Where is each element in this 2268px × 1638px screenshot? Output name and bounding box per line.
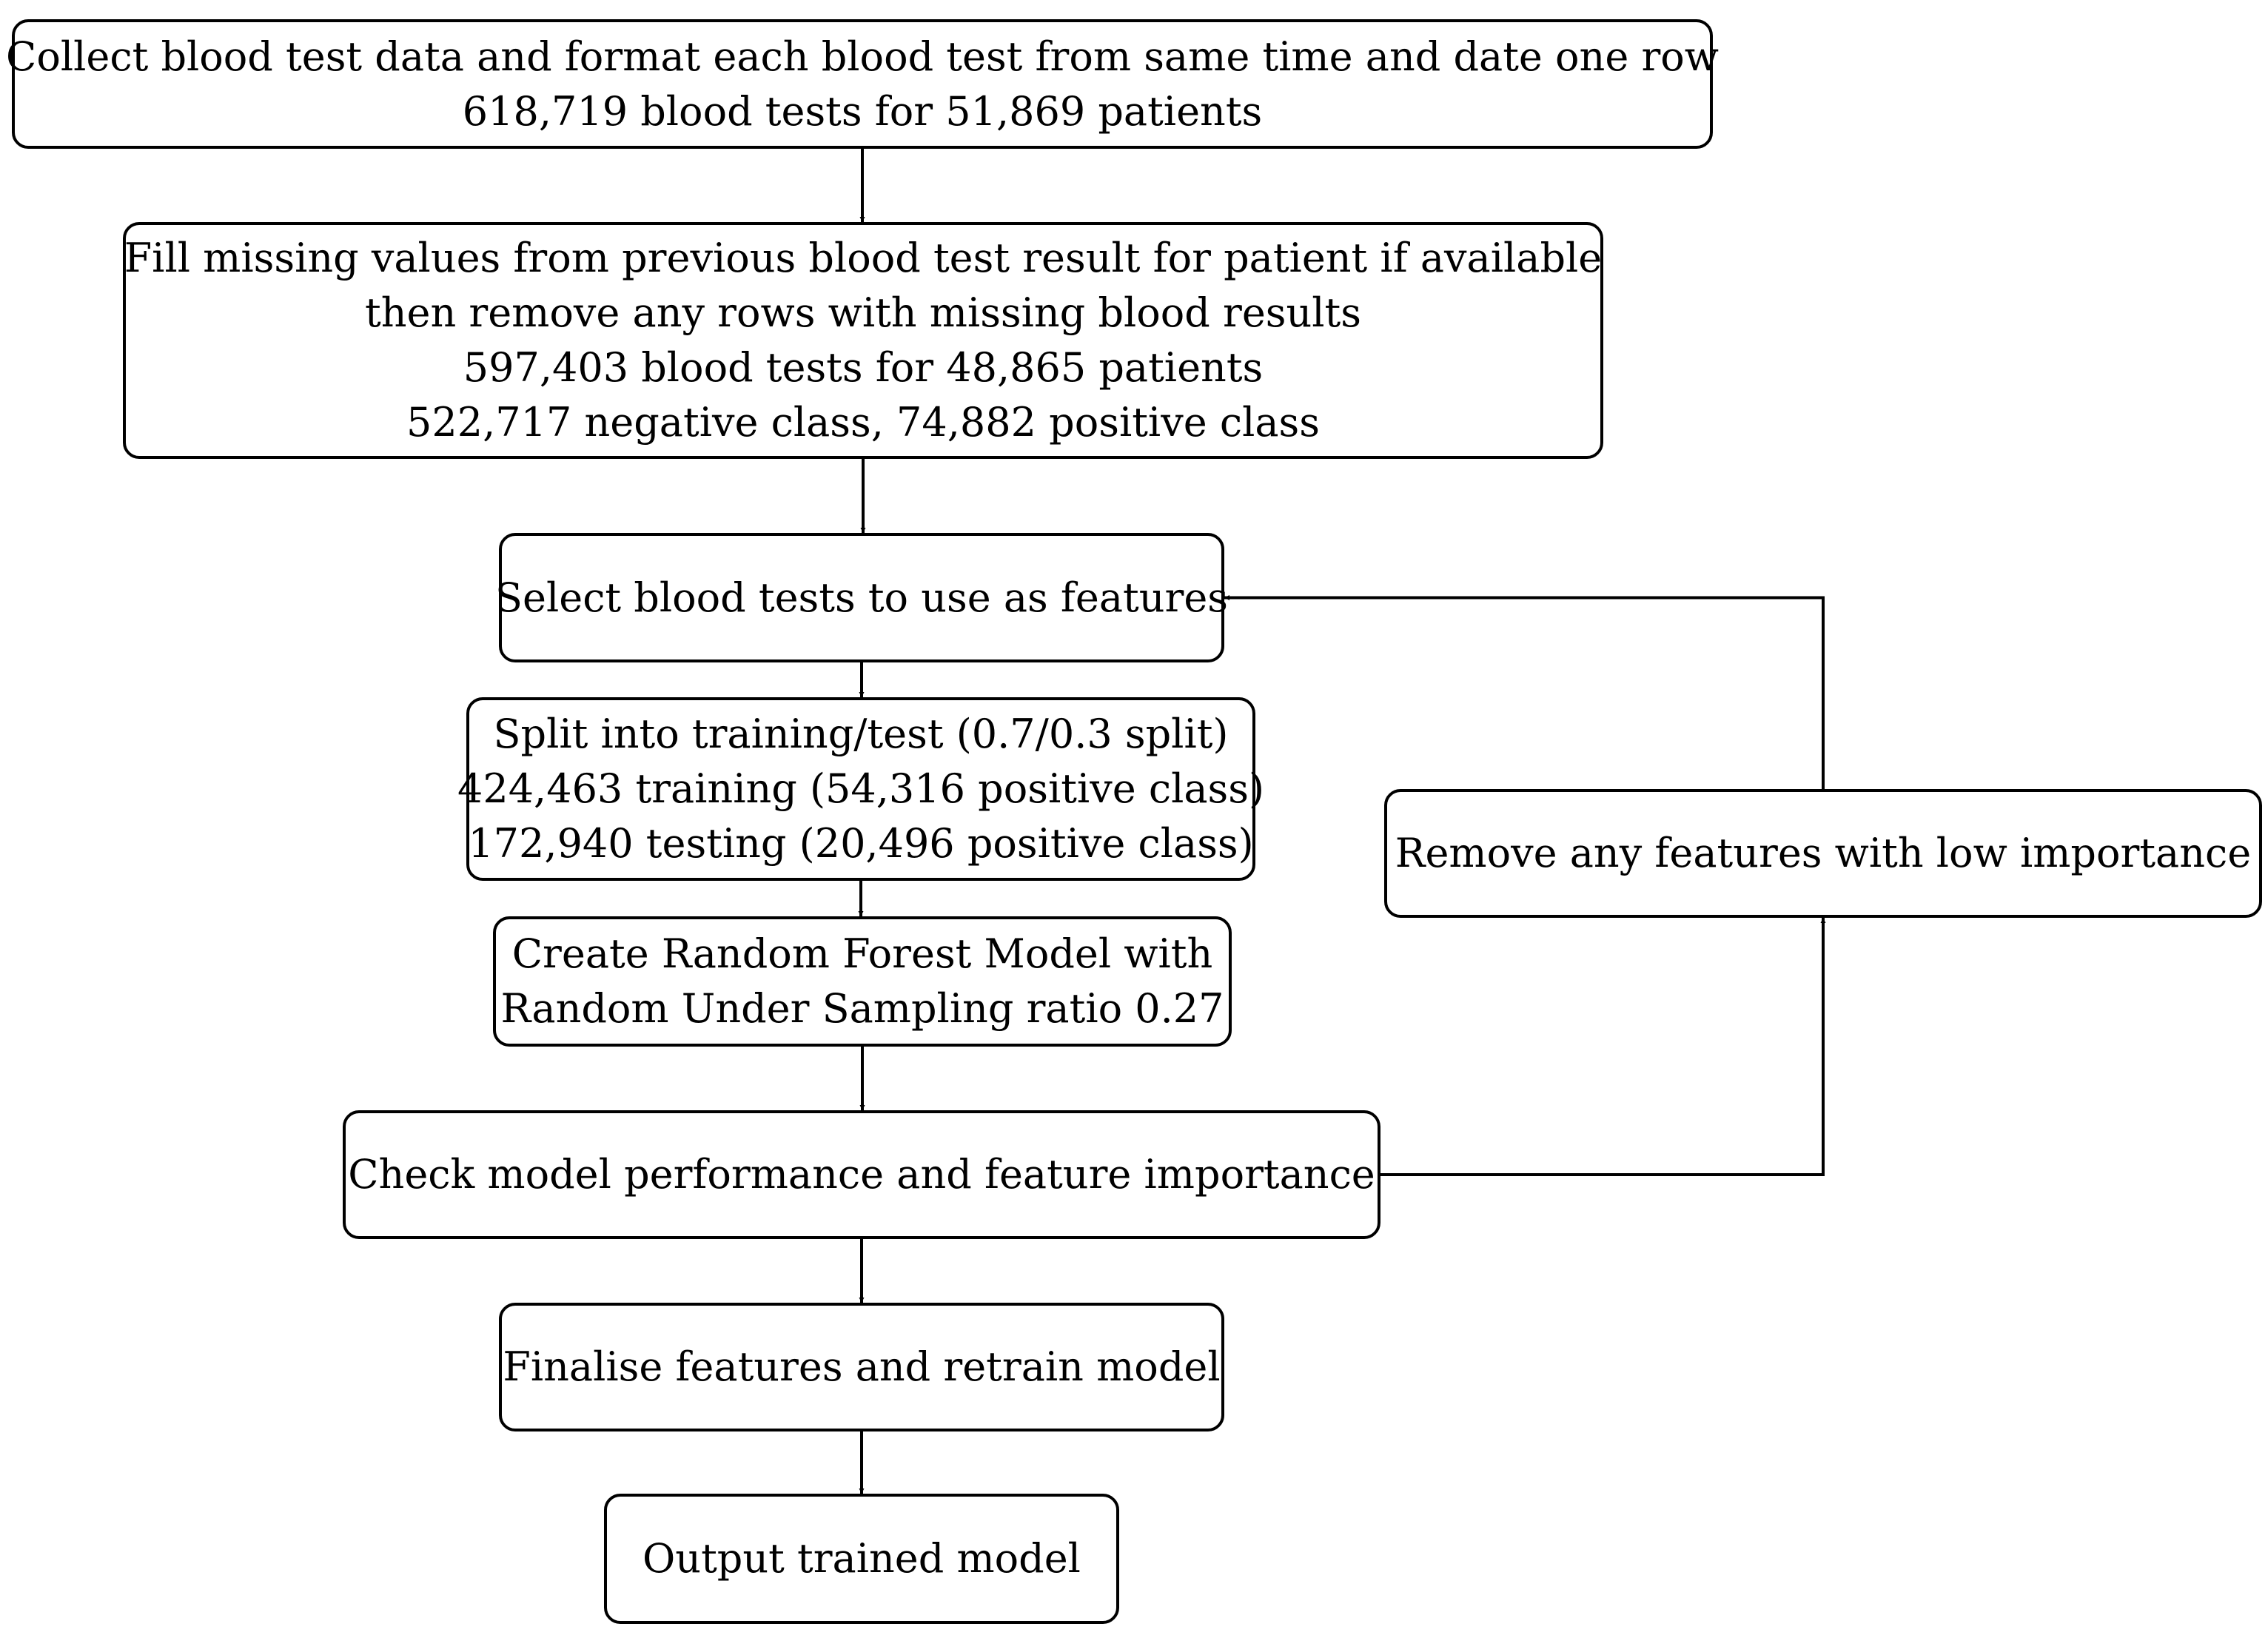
edges (858, 149, 1826, 1494)
split-line-1: Split into training/test (0.7/0.3 split) (493, 711, 1229, 757)
split-line-2: 424,463 training (54,316 positive class) (457, 765, 1265, 812)
check-performance-box: Check model performance and feature impo… (343, 1110, 1380, 1239)
fill-missing-box: Fill missing values from previous blood … (123, 222, 1603, 459)
fill-line-4: 522,717 negative class, 74,882 positive … (406, 399, 1320, 446)
remove-features-box: Remove any features with low importance (1384, 789, 2262, 918)
output-line-1: Output trained model (643, 1535, 1081, 1582)
select-line-1: Select blood tests to use as features (495, 574, 1228, 621)
remove-line-1: Remove any features with low importance (1395, 830, 2252, 876)
collect-line-1: Collect blood test data and format each … (6, 33, 1719, 80)
create-line-2: Random Under Sampling ratio 0.27 (500, 985, 1224, 1032)
collect-line-2: 618,719 blood tests for 51,869 patients (462, 87, 1263, 135)
collect-data-box: Collect blood test data and format each … (6, 19, 1719, 149)
fill-line-3: 597,403 blood tests for 48,865 patients (463, 344, 1264, 391)
fill-line-1: Fill missing values from previous blood … (124, 235, 1603, 281)
fill-line-2: then remove any rows with missing blood … (365, 289, 1361, 336)
finalise-features-box: Finalise features and retrain model (499, 1303, 1224, 1431)
finalise-line-1: Finalise features and retrain model (503, 1343, 1221, 1390)
create-model-box: Create Random Forest Model with Random U… (493, 916, 1232, 1047)
select-features-box: Select blood tests to use as features (495, 533, 1228, 662)
arrow-check-to-remove (1380, 918, 1826, 1176)
arrow-remove-to-select (1224, 595, 1825, 789)
check-line-1: Check model performance and feature impo… (348, 1151, 1375, 1198)
split-train-test-box: Split into training/test (0.7/0.3 split)… (457, 697, 1264, 881)
create-line-1: Create Random Forest Model with (511, 930, 1213, 977)
output-model-box: Output trained model (604, 1494, 1119, 1624)
split-line-3: 172,940 testing (20,496 positive class) (468, 820, 1254, 867)
